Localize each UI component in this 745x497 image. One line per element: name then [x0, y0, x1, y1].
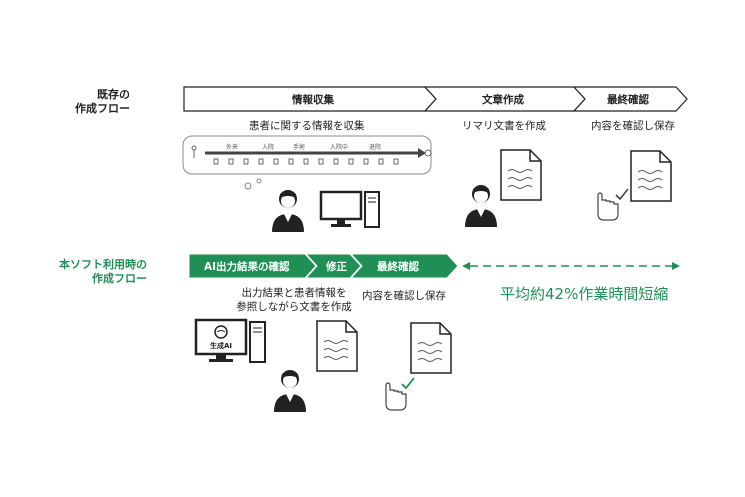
new-flow-label-line2: 作成フロー [92, 272, 147, 285]
existing-stage-2: 文章作成 [482, 94, 524, 106]
existing-stage-3: 最終確認 [607, 94, 649, 106]
existing-flow-label: 既存の 作成フロー [60, 88, 130, 116]
hand-check-icon [597, 188, 629, 221]
new-stage-1: AI出力結果の確認 [204, 261, 290, 273]
new-flow-label: 本ソフト利用時の 作成フロー [52, 258, 147, 286]
document-icon-2 [630, 150, 672, 202]
savings-text: 平均約42%作業時間短縮 [500, 285, 669, 303]
doctor-icon [272, 190, 304, 232]
new-flow-label-line1: 本ソフト利用時の [59, 258, 147, 271]
new-hand-check-icon [385, 377, 415, 411]
new-stage-1-desc: 出力結果と患者情報を 参照しながら文書を作成 [229, 286, 359, 314]
existing-stage-3-desc: 内容を確認し保存 [591, 120, 675, 132]
existing-stage-2-desc: リマリ文書を作成 [462, 120, 546, 132]
timeline-label-3: 手術 [293, 144, 306, 151]
doctor-icon-2 [465, 185, 497, 227]
new-stage-1-desc-line2: 参照しながら文書を作成 [236, 301, 352, 313]
timeline-label-5: 退院 [369, 144, 382, 151]
computer-icon [319, 190, 380, 228]
new-document-icon-2 [410, 322, 452, 374]
new-doctor-icon [274, 370, 306, 412]
ai-computer-icon [194, 318, 266, 363]
existing-stage-1: 情報収集 [292, 94, 334, 106]
new-stage-1-desc-line1: 出力結果と患者情報を [241, 287, 347, 299]
timeline-label-4: 入院中 [330, 144, 349, 151]
document-icon [500, 149, 542, 201]
timeline-label-2: 入院 [262, 144, 275, 151]
new-stage-2: 修正 [326, 261, 347, 273]
existing-flow-label-line2: 作成フロー [75, 102, 130, 115]
new-stage-3: 最終確認 [377, 261, 419, 273]
new-document-icon [316, 320, 358, 372]
existing-flow-label-line1: 既存の [97, 88, 130, 101]
timeline-label-1: 外来 [226, 144, 239, 151]
new-stage-3-desc: 内容を確認し保存 [362, 290, 446, 302]
existing-stage-1-desc: 患者に関する情報を収集 [249, 120, 365, 132]
ai-monitor-label: 生成AI [210, 342, 233, 350]
